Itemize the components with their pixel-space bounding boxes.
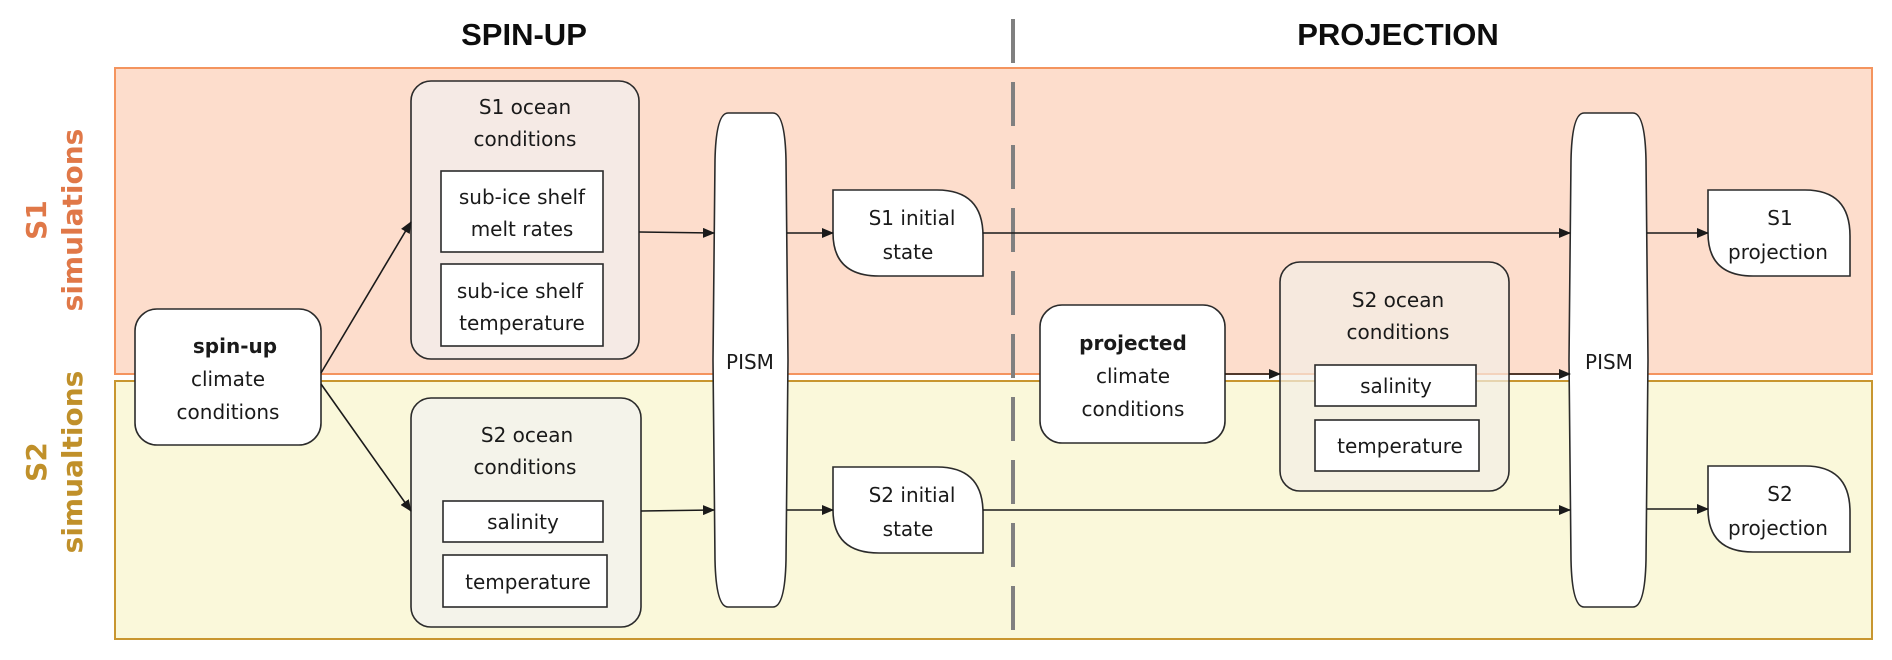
s2-ocean-conditions-spinup: S2 ocean conditions salinity temperature (410, 397, 642, 628)
svg-text:sub-ice shelf: sub-ice shelf (457, 279, 584, 303)
svg-text:conditions: conditions (177, 400, 280, 424)
svg-text:temperature: temperature (465, 570, 591, 594)
temperature-box-spinup: temperature (442, 554, 608, 608)
svg-text:state: state (883, 517, 934, 541)
pism-model-projection: PISM (1568, 112, 1649, 608)
svg-text:climate: climate (1096, 364, 1170, 388)
svg-text:S2 ocean: S2 ocean (1352, 288, 1444, 312)
s2-side-label: S2 simualtions (20, 371, 89, 554)
s1-side-label: S1 simulations (20, 129, 89, 312)
svg-text:temperature: temperature (1337, 434, 1463, 458)
phase-title-spinup: SPIN-UP (461, 17, 587, 52)
svg-text:S1 ocean: S1 ocean (479, 95, 571, 119)
projected-climate-node: projected climate conditions (1039, 304, 1226, 444)
svg-text:PISM: PISM (726, 350, 774, 374)
svg-text:S1 initial: S1 initial (869, 206, 956, 230)
svg-text:S2 ocean: S2 ocean (481, 423, 573, 447)
svg-text:spin-up: spin-up (193, 334, 277, 358)
salinity-box-projection: salinity (1314, 364, 1477, 407)
s1-initial-state: S1 initial state (832, 189, 984, 277)
sub-ice-shelf-temperature-box: sub-ice shelf temperature (440, 263, 604, 347)
s2-initial-state: S2 initial state (832, 466, 984, 554)
svg-text:projected: projected (1079, 331, 1187, 355)
arrow-s2-ocean-to-pism (640, 505, 715, 516)
svg-text:state: state (883, 240, 934, 264)
s2-projection-output: S2 projection (1707, 465, 1851, 553)
s1-projection-output: S1 projection (1707, 189, 1851, 277)
pism-model-spinup: PISM (712, 112, 789, 608)
salinity-box-spinup: salinity (442, 500, 604, 543)
svg-text:sub-ice shelf: sub-ice shelf (459, 185, 586, 209)
temperature-box-projection: temperature (1314, 419, 1480, 472)
svg-text:conditions: conditions (1082, 397, 1185, 421)
svg-text:S1: S1 (20, 200, 53, 240)
svg-text:S2: S2 (1767, 482, 1792, 506)
svg-text:projection: projection (1728, 516, 1828, 540)
svg-text:simualtions: simualtions (56, 371, 89, 554)
arrow-spinup-to-s2-ocean (320, 383, 412, 512)
svg-text:projection: projection (1728, 240, 1828, 264)
spinup-climate-node: spin-up climate conditions (134, 308, 322, 446)
svg-text:PISM: PISM (1585, 350, 1633, 374)
s2-ocean-conditions-projection: S2 ocean conditions salinity temperature (1279, 261, 1510, 492)
svg-text:conditions: conditions (474, 455, 577, 479)
svg-text:salinity: salinity (487, 510, 559, 534)
svg-text:climate: climate (191, 367, 265, 391)
s1-ocean-conditions-spinup: S1 ocean conditions sub-ice shelf melt r… (410, 80, 640, 360)
arrow-s1-ocean-to-pism (638, 227, 715, 238)
svg-text:S2: S2 (20, 442, 53, 482)
phase-title-projection: PROJECTION (1297, 17, 1499, 52)
svg-text:temperature: temperature (459, 311, 585, 335)
svg-text:S1: S1 (1767, 206, 1792, 230)
svg-text:salinity: salinity (1360, 374, 1432, 398)
svg-text:conditions: conditions (474, 127, 577, 151)
svg-text:conditions: conditions (1347, 320, 1450, 344)
arrow-spinup-to-s1-ocean (320, 221, 412, 374)
svg-text:melt rates: melt rates (471, 217, 574, 241)
svg-text:simulations: simulations (56, 129, 89, 312)
svg-text:S2 initial: S2 initial (869, 483, 956, 507)
melt-rates-box: sub-ice shelf melt rates (440, 170, 604, 253)
